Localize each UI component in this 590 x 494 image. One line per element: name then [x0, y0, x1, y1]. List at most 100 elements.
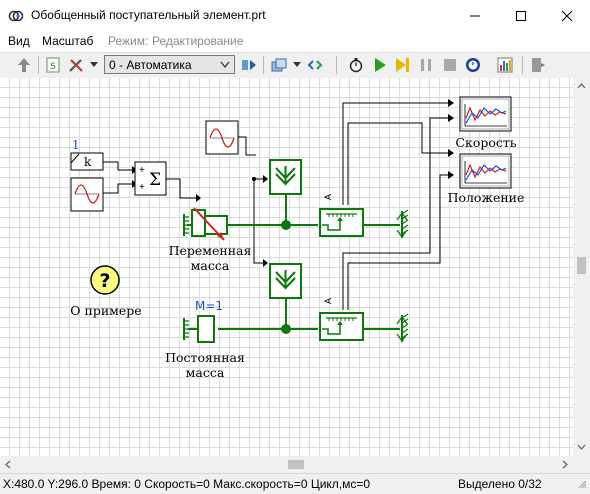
constant-value: 1	[72, 138, 80, 152]
pause-icon	[421, 59, 431, 71]
diagram-canvas[interactable]: 1 k + + Σ	[0, 78, 573, 456]
constant-mass-label-2: масса	[186, 365, 225, 380]
sum-plus-top: +	[139, 165, 145, 176]
force-block-bottom[interactable]	[269, 263, 302, 299]
script-icon: S	[46, 57, 60, 73]
realtime-button[interactable]	[463, 55, 483, 75]
up-arrow-icon	[18, 58, 30, 72]
constant-mass-param: M=1	[195, 299, 223, 313]
bar-chart-icon	[497, 57, 513, 73]
stopwatch-icon	[349, 58, 363, 73]
windows-dropdown[interactable]	[291, 55, 303, 75]
variable-mass-label-2: масса	[191, 258, 230, 273]
timer-button[interactable]	[346, 55, 366, 75]
scroll-corner	[573, 456, 590, 473]
help-icon: ?	[99, 270, 110, 292]
menu-scale[interactable]: Масштаб	[42, 34, 94, 48]
variable-mass-label-1: Переменная	[169, 243, 252, 258]
vertical-scrollbar[interactable]	[573, 78, 590, 456]
fixed-support-bottom[interactable]	[396, 313, 409, 343]
constant-k: k	[84, 155, 92, 169]
links-button[interactable]	[305, 55, 325, 75]
position-graph-block[interactable]	[459, 153, 512, 189]
velocity-label: Скорость	[455, 135, 516, 150]
pause-button[interactable]	[416, 55, 436, 75]
menu-view[interactable]: Вид	[8, 34, 30, 48]
constant-mass-block[interactable]	[183, 315, 215, 343]
variable-mass-block[interactable]	[183, 207, 228, 241]
tools-icon	[69, 59, 83, 72]
stop-icon	[444, 59, 456, 71]
windows-button[interactable]	[269, 55, 289, 75]
minimize-button[interactable]	[452, 0, 498, 31]
sine-generator-block[interactable]	[70, 177, 104, 212]
title-bar: Обобщенный поступательный элемент.prt	[0, 0, 590, 31]
about-example-block[interactable]: ?	[90, 265, 120, 295]
stop-button[interactable]	[440, 55, 460, 75]
graphs-button[interactable]	[495, 55, 515, 75]
windows-icon	[271, 58, 287, 72]
script-button[interactable]: S	[43, 55, 63, 75]
toolbar-separator	[336, 56, 337, 74]
sum-plus-bottom: +	[139, 182, 145, 193]
menu-mode-value: Редактирование	[152, 34, 244, 48]
toolbar-separator	[263, 56, 264, 74]
force-block-top[interactable]	[269, 159, 302, 195]
export-button[interactable]	[528, 55, 548, 75]
chevron-down-icon	[90, 62, 98, 67]
motion-sensor-bottom[interactable]: A	[319, 298, 364, 341]
run-button[interactable]	[370, 55, 390, 75]
vertical-scrollbar-track	[577, 83, 586, 450]
window-title: Обобщенный поступательный элемент.prt	[31, 8, 266, 22]
diagram: 1 k + + Σ	[70, 96, 525, 380]
menu-mode-label: Режим:	[108, 34, 149, 48]
link-arrows-icon	[307, 60, 323, 70]
vertical-scroll-thumb	[577, 257, 586, 274]
menu-bar: Вид Масштаб Режим: Редактирование	[0, 31, 590, 52]
motion-sensor-top[interactable]: A	[319, 194, 364, 237]
sensor-letter: A	[323, 194, 333, 200]
sum-symbol: Σ	[149, 170, 161, 190]
sync-button[interactable]	[239, 55, 259, 75]
velocity-graph-block[interactable]	[459, 96, 512, 132]
sine-generator-block-2[interactable]	[205, 120, 239, 155]
step-button[interactable]	[393, 55, 413, 75]
status-coordinates: X:480.0 Y:296.0 Время: 0 Скорость=0 Макс…	[3, 477, 371, 491]
sync-icon	[242, 60, 256, 70]
chevron-down-icon	[293, 62, 301, 67]
solver-select[interactable]: 0 - Автоматика	[104, 55, 235, 74]
tools-button[interactable]	[66, 55, 86, 75]
exit-icon	[532, 58, 545, 72]
position-label: Положение	[448, 190, 525, 205]
app-logo-icon	[8, 10, 24, 22]
close-button[interactable]	[544, 0, 590, 31]
sensor-letter: A	[323, 298, 333, 304]
chevron-down-icon	[220, 61, 230, 69]
toolbar-separator	[38, 56, 39, 74]
status-bar: X:480.0 Y:296.0 Время: 0 Скорость=0 Макс…	[0, 473, 590, 494]
play-icon	[375, 58, 386, 72]
minimize-icon	[470, 15, 480, 16]
horizontal-scroll-thumb	[288, 460, 304, 469]
horizontal-scrollbar-track	[5, 460, 568, 469]
signal-arrows	[132, 99, 454, 267]
signal-wires	[103, 102, 448, 310]
constant-block[interactable]: 1 k	[70, 138, 104, 171]
fixed-support-top[interactable]	[396, 209, 409, 239]
summator-block[interactable]: + + Σ	[134, 161, 167, 196]
maximize-icon	[516, 10, 526, 21]
constant-mass-label-1: Постоянная	[165, 350, 245, 365]
up-level-button[interactable]	[14, 55, 34, 75]
maximize-button[interactable]	[498, 0, 544, 31]
status-selected: Выделено 0/32	[458, 477, 542, 491]
resize-grip-icon[interactable]	[576, 478, 588, 490]
step-forward-icon	[396, 58, 409, 72]
mechanical-links	[218, 194, 400, 330]
close-icon	[561, 10, 573, 21]
horizontal-scrollbar[interactable]	[0, 456, 573, 473]
toolbar: S 0 - Автоматика	[0, 52, 590, 78]
clock-icon	[466, 58, 480, 72]
svg-text:S: S	[50, 62, 56, 72]
toolbar-separator	[522, 56, 523, 74]
tools-dropdown[interactable]	[88, 55, 100, 75]
